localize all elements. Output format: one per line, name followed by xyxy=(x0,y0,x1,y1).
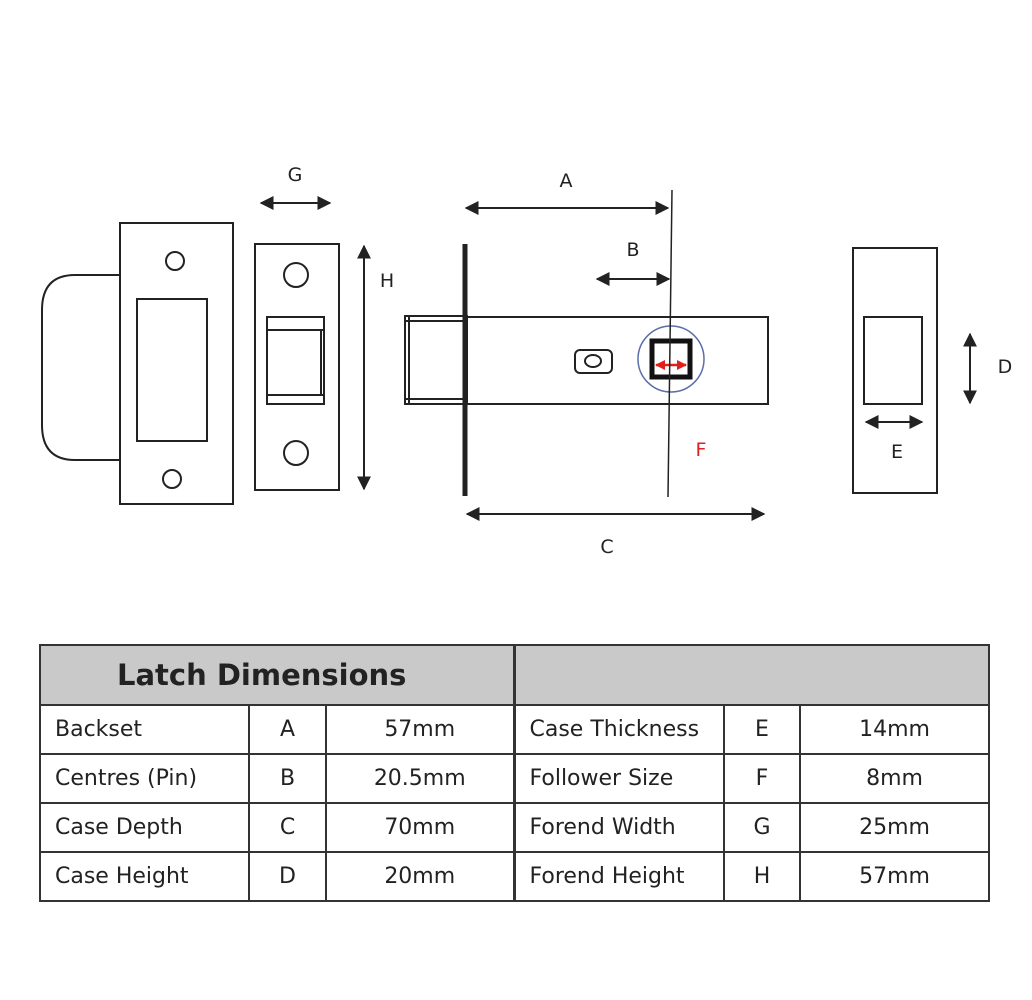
label-d: D xyxy=(998,356,1013,378)
dimension-letter: E xyxy=(723,704,801,755)
label-e: E xyxy=(891,441,903,463)
forend-plate xyxy=(254,243,340,491)
dimension-h: H xyxy=(357,244,394,491)
table-row: Case Height D 20mm Forend Height H 57mm xyxy=(39,851,991,902)
dimension-letter: D xyxy=(248,851,327,902)
dimension-value: 70mm xyxy=(325,802,515,853)
table-row: Case Depth C 70mm Forend Width G 25mm xyxy=(39,802,991,853)
dimension-value: 57mm xyxy=(798,851,991,902)
dimension-name: Case Height xyxy=(39,851,250,902)
dimension-value: 57mm xyxy=(325,704,515,755)
dimension-c: C xyxy=(465,507,766,558)
dimension-letter: H xyxy=(723,851,801,902)
label-f: F xyxy=(696,439,707,461)
dimension-value: 14mm xyxy=(798,704,991,755)
table-title: Latch Dimensions xyxy=(39,644,515,706)
dimension-letter: A xyxy=(248,704,327,755)
dimension-name: Forend Height xyxy=(512,851,725,902)
centre-line xyxy=(667,189,673,498)
case-end-view xyxy=(852,247,938,494)
dimension-name: Follower Size xyxy=(512,753,725,804)
dimension-letter: F xyxy=(723,753,801,804)
dimension-a: A xyxy=(464,170,670,215)
dimension-letter: C xyxy=(248,802,327,853)
latch-body xyxy=(404,244,769,496)
latch-diagram: G H A B F C xyxy=(41,164,1013,558)
dimension-d: D xyxy=(963,332,1013,405)
strike-plate xyxy=(41,222,234,505)
dimension-value: 20.5mm xyxy=(325,753,515,804)
label-b: B xyxy=(626,239,639,261)
dimension-e: E xyxy=(864,415,924,463)
dimension-g: G xyxy=(259,164,332,210)
dimension-b: B xyxy=(595,239,671,286)
table-row: Centres (Pin) B 20.5mm Follower Size F 8… xyxy=(39,753,991,804)
label-h: H xyxy=(380,270,394,292)
dimension-letter: B xyxy=(248,753,327,804)
dimension-name: Backset xyxy=(39,704,250,755)
dimension-name: Case Depth xyxy=(39,802,250,853)
dimension-value: 8mm xyxy=(798,753,991,804)
dimension-name: Centres (Pin) xyxy=(39,753,250,804)
dimension-name: Forend Width xyxy=(512,802,725,853)
label-c: C xyxy=(600,536,613,558)
follower xyxy=(637,325,705,393)
label-a: A xyxy=(560,170,573,192)
dimension-name: Case Thickness xyxy=(512,704,725,755)
table-row: Backset A 57mm Case Thickness E 14mm xyxy=(39,704,991,755)
dimension-letter: G xyxy=(723,802,801,853)
dimension-value: 25mm xyxy=(798,802,991,853)
label-g: G xyxy=(288,164,303,186)
table-header-row: Latch Dimensions xyxy=(39,644,991,706)
dimension-value: 20mm xyxy=(325,851,515,902)
table-header-blank xyxy=(512,644,991,706)
latch-dimensions-table: Latch Dimensions Backset A 57mm Case Thi… xyxy=(39,644,991,902)
